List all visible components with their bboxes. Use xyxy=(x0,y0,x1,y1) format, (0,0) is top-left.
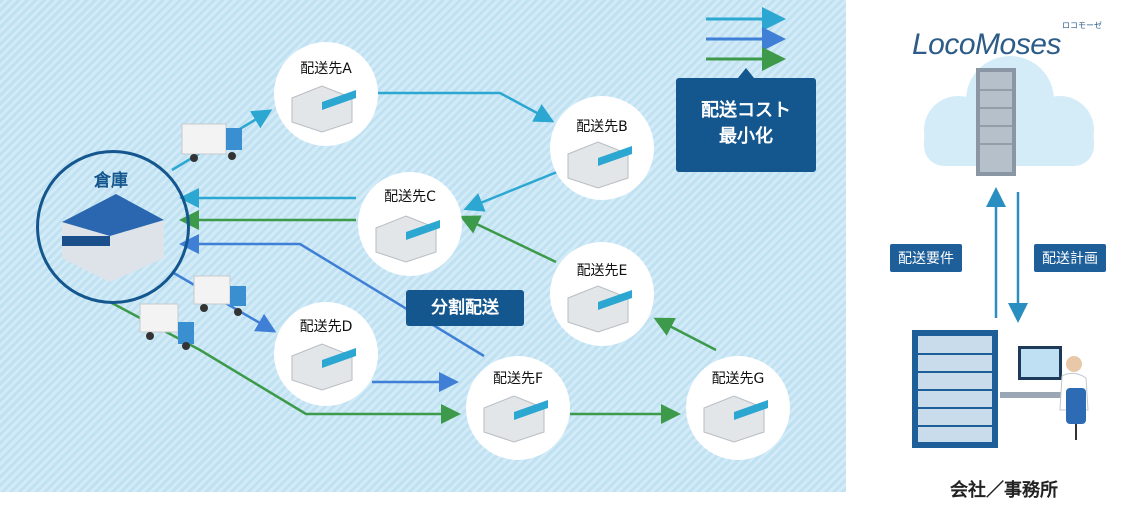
destination-label-e: 配送先E xyxy=(576,263,628,279)
callout-pointer xyxy=(738,68,754,78)
destination-label-f: 配送先F xyxy=(492,371,544,387)
destination-label-c: 配送先C xyxy=(384,189,436,205)
destination-node-b xyxy=(550,96,654,200)
cost-callout-line1: 配送コスト xyxy=(701,100,791,121)
split-delivery-callout: 分割配送 xyxy=(406,290,524,326)
destination-label-d: 配送先D xyxy=(299,319,353,335)
cost-callout-line2: 最小化 xyxy=(719,126,773,147)
worker-at-desk-icon xyxy=(1000,346,1089,440)
company-office-label: 会社／事務所 xyxy=(950,480,1058,501)
server-icon xyxy=(976,68,1016,176)
warehouse-label: 倉庫 xyxy=(94,171,128,191)
cyan-route xyxy=(171,91,563,212)
plan-badge: 配送計画 xyxy=(1034,244,1106,272)
truck-icon xyxy=(181,123,242,162)
cost-minimization-callout: 配送コスト 最小化 xyxy=(676,78,816,172)
destination-label-g: 配送先G xyxy=(711,371,765,387)
requirements-badge: 配送要件 xyxy=(890,244,962,272)
truck-icon xyxy=(139,303,194,350)
system-arrows xyxy=(986,187,1028,323)
destination-label-b: 配送先B xyxy=(576,119,628,135)
office-building-icon xyxy=(912,330,998,448)
locomoses-logo-subtitle: ロコモーゼ xyxy=(1062,21,1102,30)
legend-arrows xyxy=(706,7,786,78)
truck-icon xyxy=(193,275,246,316)
destination-node-e xyxy=(550,242,654,346)
warehouse-node xyxy=(36,150,190,304)
destination-label-a: 配送先A xyxy=(300,61,352,77)
locomoses-logo: LocoMoses xyxy=(912,28,1061,61)
